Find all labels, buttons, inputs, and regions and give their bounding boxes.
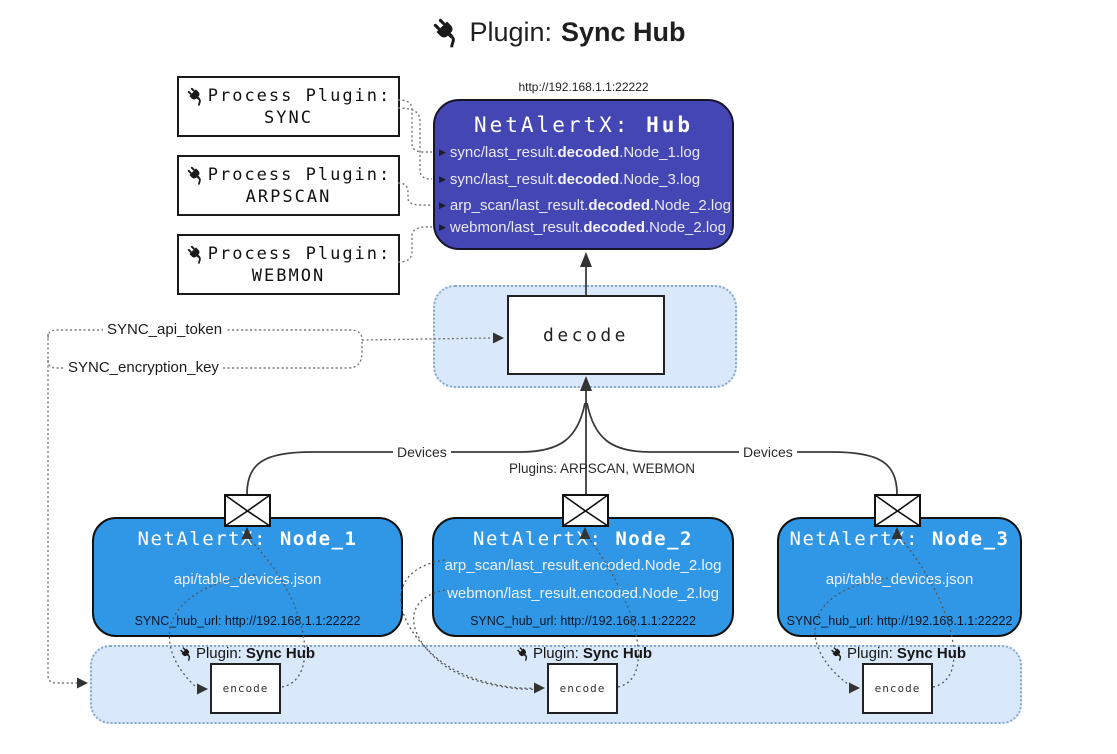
- node-line: api/table_devices.json: [173, 571, 322, 588]
- plug-icon: [831, 647, 842, 661]
- plug-icon: [517, 647, 528, 661]
- process-plugin-box-sync: Process Plugin: SYNC: [177, 76, 400, 137]
- sync-encryption-key-label: SYNC_encryption_key: [64, 359, 223, 376]
- edge-label-devices-left: Devices: [393, 444, 451, 460]
- node-title: NetAlertX: Node_1: [137, 528, 358, 550]
- node-footer: SYNC_hub_url: http://192.168.1.1:22222: [786, 614, 1013, 628]
- node-box-1: NetAlertX: Node_1 api/table_devices.json…: [92, 517, 403, 637]
- sync-api-token-label: SYNC_api_token: [103, 321, 227, 338]
- plug-icon: [187, 87, 201, 106]
- edge-label-plugins: Plugins: ARPSCAN, WEBMON: [509, 461, 696, 476]
- encode-box-2: encode: [547, 663, 618, 714]
- encode-box-3: encode: [862, 663, 933, 714]
- hub-title: NetAlertX: Hub: [473, 113, 694, 137]
- title-name: Sync Hub: [561, 16, 686, 47]
- process-plugin-name: ARPSCAN: [245, 186, 332, 207]
- hub-log-line: ▶sync/last_result.decoded.Node_1.log: [439, 144, 701, 161]
- sync-hub-plugin-label-1: Plugin:Sync Hub: [179, 645, 315, 662]
- node-title: NetAlertX: Node_3: [789, 528, 1010, 550]
- arrow-icon: ▶: [439, 222, 446, 232]
- plug-icon: [434, 18, 456, 48]
- plug-icon: [187, 166, 201, 185]
- node-footer: SYNC_hub_url: http://192.168.1.1:22222: [134, 614, 361, 628]
- arrow-icon: ▶: [439, 200, 446, 210]
- decode-box: decode: [507, 295, 665, 375]
- process-plugin-box-arpscan: Process Plugin: ARPSCAN: [177, 155, 400, 216]
- arrow-icon: ▶: [439, 174, 446, 184]
- hub-log-line: ▶webmon/last_result.decoded.Node_2.log: [439, 219, 726, 236]
- hub-log-line: ▶arp_scan/last_result.decoded.Node_2.log: [439, 197, 731, 214]
- envelope-icon: [874, 494, 921, 527]
- arrow-icon: ▶: [439, 147, 446, 157]
- envelope-icon: [224, 494, 271, 527]
- process-plugin-name: WEBMON: [251, 265, 326, 286]
- sync-hub-plugin-label-2: Plugin:Sync Hub: [516, 645, 652, 662]
- process-plugin-label: Process Plugin:: [207, 85, 392, 106]
- encode-box-1: encode: [210, 663, 281, 714]
- plug-icon: [180, 647, 191, 661]
- node-box-2: NetAlertX: Node_2 arp_scan/last_result.e…: [432, 517, 734, 637]
- page-title: Plugin: Sync Hub: [0, 16, 1117, 48]
- node-footer: SYNC_hub_url: http://192.168.1.1:22222: [470, 614, 696, 628]
- hub-log-line: ▶sync/last_result.decoded.Node_3.log: [439, 171, 701, 188]
- node-box-3: NetAlertX: Node_3 api/table_devices.json…: [777, 517, 1022, 637]
- envelope-icon: [562, 494, 609, 527]
- process-plugin-name: SYNC: [264, 107, 313, 128]
- node-line: arp_scan/last_result.encoded.Node_2.log: [444, 557, 722, 574]
- title-prefix: Plugin:: [469, 16, 553, 47]
- node-title: NetAlertX: Node_2: [473, 528, 693, 550]
- sync-hub-plugin-label-3: Plugin:Sync Hub: [830, 645, 966, 662]
- process-plugin-box-webmon: Process Plugin: WEBMON: [177, 234, 400, 295]
- node-line: webmon/last_result.encoded.Node_2.log: [447, 585, 719, 602]
- hub-url: http://192.168.1.1:22222: [518, 80, 649, 94]
- process-plugin-label: Process Plugin:: [207, 164, 392, 185]
- hub-box: NetAlertX: Hub ▶sync/last_result.decoded…: [433, 99, 734, 250]
- plug-icon: [187, 245, 201, 264]
- node-line: api/table_devices.json: [825, 571, 974, 588]
- edge-label-devices-right: Devices: [739, 444, 797, 460]
- process-plugin-label: Process Plugin:: [207, 243, 392, 264]
